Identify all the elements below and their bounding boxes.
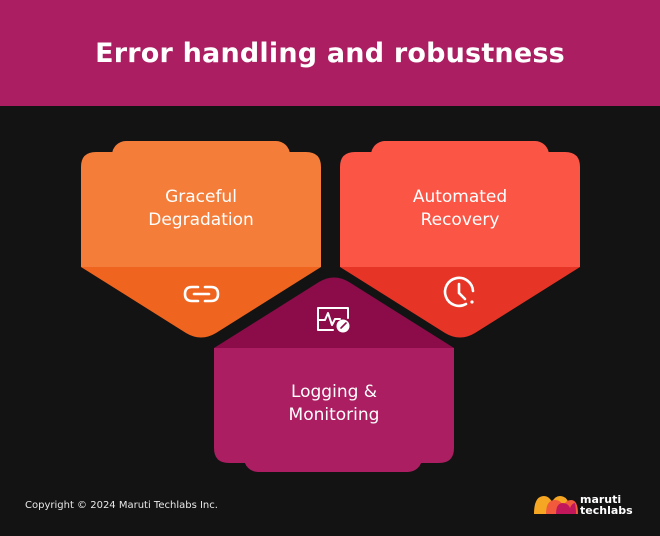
logo-mark xyxy=(534,496,578,514)
copyright-text: Copyright © 2024 Maruti Techlabs Inc. xyxy=(25,500,218,511)
card-logging-monitoring xyxy=(214,277,454,472)
card-logging-line1: Logging & xyxy=(290,382,378,402)
card-recovery-label: Automated Recovery xyxy=(360,186,560,232)
card-graceful-degradation xyxy=(81,141,321,338)
card-graceful-label: Graceful Degradation xyxy=(101,186,301,232)
card-recovery-line2: Recovery xyxy=(420,210,500,230)
monitor-chart-icon xyxy=(317,307,350,333)
card-graceful-line2: Degradation xyxy=(148,210,254,230)
logo-line1: maruti xyxy=(580,493,622,506)
card-graceful-point xyxy=(81,267,321,338)
card-recovery-body xyxy=(340,152,580,267)
clock-icon xyxy=(443,276,475,308)
card-graceful-body xyxy=(81,152,321,267)
card-logging-tab xyxy=(244,442,422,472)
card-logging-line2: Monitoring xyxy=(288,405,380,425)
link-icon xyxy=(183,285,220,303)
company-logo-text: maruti techlabs xyxy=(580,494,633,516)
card-graceful-line1: Graceful xyxy=(165,187,237,207)
card-logging-point xyxy=(214,277,454,348)
card-logging-body xyxy=(214,348,454,463)
page-title: Error handling and robustness xyxy=(95,37,565,69)
card-recovery-line1: Automated xyxy=(412,187,508,207)
header-bar: Error handling and robustness xyxy=(0,0,660,106)
logo-line2: techlabs xyxy=(580,504,633,517)
card-logging-label: Logging & Monitoring xyxy=(234,381,434,427)
card-recovery-point xyxy=(340,267,580,338)
card-automated-recovery xyxy=(340,141,580,338)
